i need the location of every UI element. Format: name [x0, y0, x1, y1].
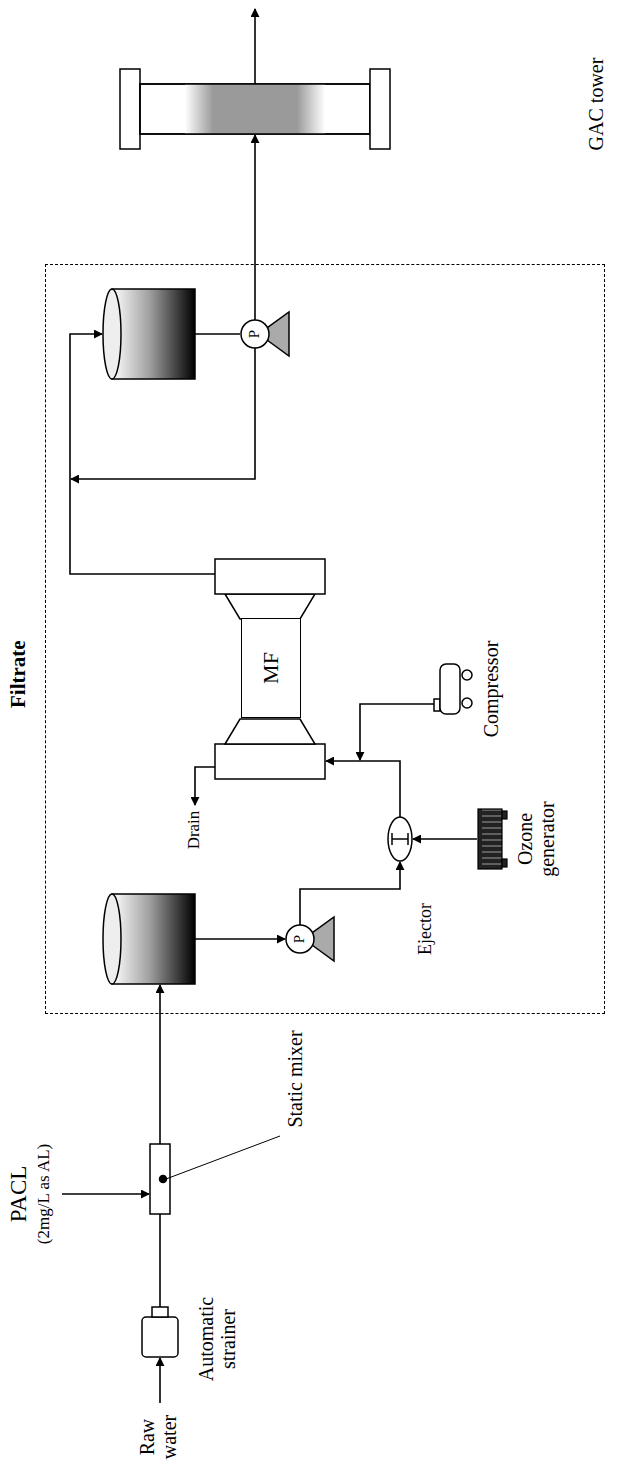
dose-label: (2mg/L as AL)	[35, 1114, 54, 1274]
pipe	[195, 938, 285, 940]
tank	[103, 894, 195, 984]
gac-tower-icon	[120, 69, 140, 149]
compressor-icon	[440, 664, 460, 714]
pipe	[159, 985, 161, 1144]
pipe	[360, 704, 434, 760]
equipment-label: Ozone generator	[514, 784, 558, 894]
compressor-icon	[434, 699, 440, 711]
tank	[112, 289, 195, 379]
pipe	[71, 348, 255, 479]
tank	[103, 894, 121, 984]
mf-module-housing	[215, 744, 325, 779]
chemical-label: PACL	[6, 1124, 31, 1264]
pump-symbol	[312, 917, 334, 961]
equipment-label: Static mixer	[284, 1009, 306, 1149]
pipe	[159, 1214, 161, 1307]
ozone-generator-icon	[478, 809, 502, 869]
compressor-icon	[434, 664, 472, 714]
pipe	[254, 9, 256, 84]
mf-module-housing	[225, 719, 315, 744]
ozone-generator-icon	[502, 811, 507, 819]
gac-tower-icon	[185, 84, 325, 134]
pump-symbol	[267, 312, 289, 356]
pump-symbol	[286, 925, 314, 953]
gac-tower-icon	[140, 84, 370, 134]
inlet-label: Raw water	[136, 1405, 180, 1469]
pipe	[254, 135, 256, 320]
automatic-strainer-icon	[142, 1307, 178, 1357]
equipment-label: Ejector	[416, 897, 436, 961]
mf-module-housing	[225, 594, 315, 619]
tank	[103, 289, 121, 379]
tank	[103, 289, 195, 379]
compressor-icon	[462, 670, 472, 680]
ejector-symbol	[388, 817, 412, 861]
membrane-module: MF	[241, 618, 301, 718]
ejector-symbol	[391, 833, 393, 845]
equipment-label: GAC tower	[585, 34, 607, 174]
pipe	[326, 761, 400, 817]
leader-line	[166, 1136, 280, 1179]
pump-label: P	[291, 929, 308, 949]
mf-module-housing	[215, 559, 325, 594]
pump-symbol	[241, 320, 269, 348]
tank	[112, 894, 195, 984]
ejector-symbol	[388, 817, 412, 861]
ozone-generator-icon	[502, 859, 507, 867]
pipe	[195, 767, 215, 805]
ejector-symbol	[407, 833, 409, 845]
outlet-label: Drain	[185, 807, 204, 853]
gac-tower-icon	[140, 84, 370, 134]
pipe	[300, 862, 400, 925]
automatic-strainer-icon	[142, 1317, 178, 1357]
pipe	[62, 1193, 149, 1195]
pipe	[70, 334, 215, 574]
ejector-symbol	[392, 838, 408, 840]
pipe	[159, 1358, 161, 1403]
static-mixer-symbol	[160, 1176, 167, 1183]
pipe	[195, 333, 240, 335]
pipe	[413, 838, 477, 840]
pump-symbol	[286, 917, 334, 961]
equipment-label: Automatic strainer	[195, 1274, 239, 1404]
compressor-icon	[462, 698, 472, 708]
region-heading: Filtrate	[6, 640, 31, 708]
automatic-strainer-icon	[152, 1307, 168, 1317]
mf-module-housing	[215, 559, 325, 779]
ozone-generator-icon	[478, 809, 507, 869]
equipment-label: Compressor	[480, 629, 502, 749]
process-region: FiltrateMF	[45, 264, 605, 1014]
gac-tower-icon	[370, 69, 390, 149]
pump-symbol	[241, 312, 289, 356]
box-label: MF	[258, 652, 284, 684]
pump-label: P	[246, 324, 263, 344]
